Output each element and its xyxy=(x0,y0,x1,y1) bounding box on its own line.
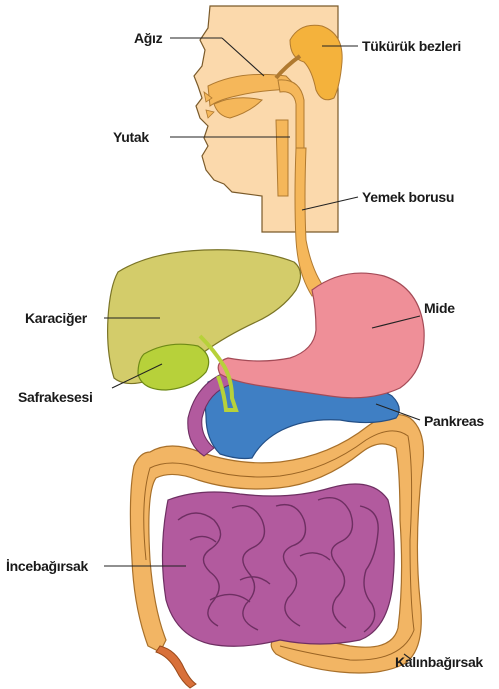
label-large-intestine: Kalınbağırsak xyxy=(395,654,483,670)
small-intestine xyxy=(162,484,394,646)
label-liver: Karaciğer xyxy=(25,310,88,326)
head xyxy=(194,6,342,232)
label-salivary-glands: Tükürük bezleri xyxy=(362,38,461,54)
small-intestine-mass xyxy=(162,484,394,646)
gallbladder-shape xyxy=(138,344,209,390)
larynx xyxy=(276,120,288,196)
rectum xyxy=(156,646,196,688)
label-pancreas: Pankreas xyxy=(424,413,484,429)
label-gallbladder: Safrakesesi xyxy=(18,389,93,405)
label-esophagus: Yemek borusu xyxy=(362,189,454,205)
label-small-intestine: İncebağırsak xyxy=(6,558,89,574)
label-mouth: Ağız xyxy=(134,30,163,46)
label-pharynx: Yutak xyxy=(113,129,149,145)
label-stomach: Mide xyxy=(424,300,455,316)
